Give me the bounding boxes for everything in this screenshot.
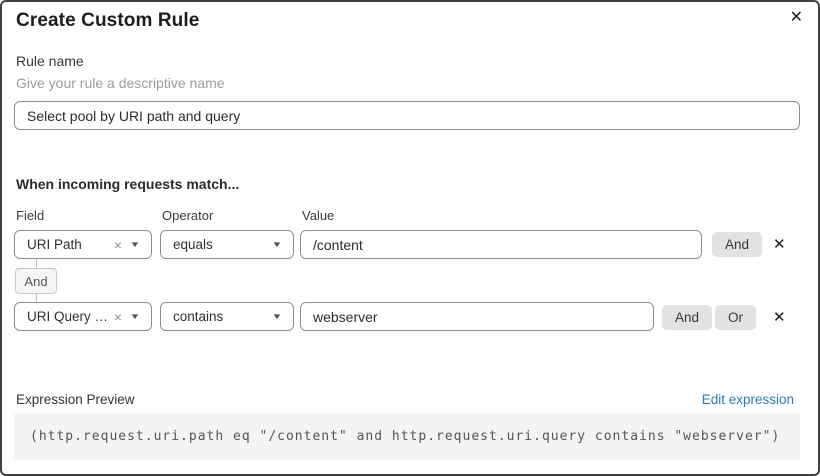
- value-column-label: Value: [302, 208, 335, 223]
- expression-code-block: (http.request.uri.path eq "/content" and…: [14, 413, 800, 460]
- row2-field-chevron-down-icon: ▼: [129, 311, 141, 321]
- rule-name-label: Rule name: [16, 53, 84, 69]
- row2-operator-value: contains: [173, 309, 224, 324]
- row1-field-chevron-down-icon: ▼: [129, 239, 141, 249]
- connector-line-top: [36, 259, 37, 268]
- row1-and-button[interactable]: And: [712, 232, 763, 257]
- row1-remove-icon[interactable]: ✕: [773, 236, 786, 253]
- and-connector-badge: And: [15, 268, 57, 294]
- connector-line-bottom: [36, 294, 37, 302]
- close-icon[interactable]: ✕: [789, 9, 803, 26]
- row1-field-clear-icon[interactable]: ×: [113, 236, 123, 253]
- row2-remove-icon[interactable]: ✕: [773, 309, 786, 326]
- match-heading: When incoming requests match...: [16, 176, 240, 192]
- row2-field-clear-icon[interactable]: ×: [113, 308, 123, 325]
- row1-value-input[interactable]: [300, 230, 702, 259]
- row1-field-select[interactable]: URI Path × ▼: [14, 230, 152, 259]
- row2-field-select[interactable]: URI Query St... × ▼: [14, 302, 152, 331]
- row2-field-value: URI Query St...: [27, 309, 110, 324]
- row1-operator-value: equals: [173, 237, 213, 252]
- row2-operator-select[interactable]: contains ▼: [160, 302, 294, 331]
- row2-operator-chevron-down-icon: ▼: [271, 311, 283, 321]
- modal-title: Create Custom Rule: [16, 10, 200, 31]
- row1-field-value: URI Path: [27, 237, 82, 252]
- expression-preview-label: Expression Preview: [16, 392, 135, 407]
- row2-value-input[interactable]: [300, 302, 654, 331]
- row2-and-button[interactable]: And: [662, 305, 713, 330]
- field-column-label: Field: [16, 208, 45, 223]
- rule-name-helper: Give your rule a descriptive name: [16, 75, 225, 91]
- and-connector-label: And: [24, 273, 48, 289]
- row1-operator-chevron-down-icon: ▼: [271, 239, 283, 249]
- rule-name-input[interactable]: [14, 101, 800, 130]
- row1-operator-select[interactable]: equals ▼: [160, 230, 294, 259]
- operator-column-label: Operator: [162, 208, 214, 223]
- edit-expression-link[interactable]: Edit expression: [701, 392, 794, 407]
- row2-or-button[interactable]: Or: [715, 305, 756, 330]
- expression-code-text: (http.request.uri.path eq "/content" and…: [30, 429, 781, 444]
